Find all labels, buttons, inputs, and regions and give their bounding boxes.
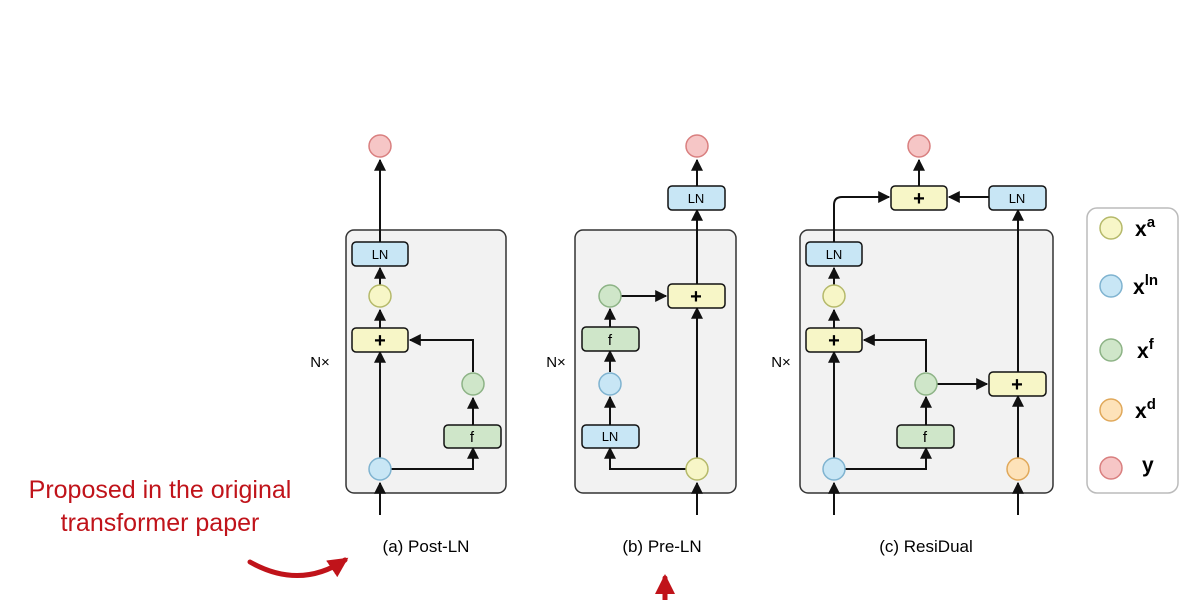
- add-block: [351, 327, 409, 353]
- add-label: +: [828, 330, 840, 352]
- panel-residual: LN + f + + LN N× (c) ResiDual: [771, 134, 1054, 556]
- legend-swatch-xa: [1099, 216, 1123, 240]
- node-y: [685, 134, 709, 158]
- node-xa: [822, 284, 846, 308]
- add-label: +: [913, 188, 925, 210]
- ln-block: [805, 241, 863, 267]
- panel-post-ln: LN + f N× (a) Post-LN: [310, 134, 507, 556]
- panel-caption: (c) ResiDual: [879, 537, 973, 556]
- node-y: [368, 134, 392, 158]
- repeat-label: N×: [771, 354, 791, 371]
- ln-label: LN: [602, 429, 619, 444]
- add-label: +: [690, 286, 702, 308]
- node-xf: [914, 372, 938, 396]
- node-xa: [685, 457, 709, 481]
- panel-caption: (a) Post-LN: [383, 537, 470, 556]
- repeat-label: N×: [310, 354, 330, 371]
- ln-label: LN: [826, 247, 843, 262]
- annotation-line-2: transformer paper: [60, 509, 260, 537]
- repeat-label: N×: [546, 354, 566, 371]
- ln-label: LN: [688, 191, 705, 206]
- legend-swatch-xf: [1099, 338, 1123, 362]
- add-block-top: [890, 185, 948, 211]
- node-xln: [598, 372, 622, 396]
- f-block: [443, 424, 502, 449]
- annotation-line-1: Proposed in the original: [28, 476, 292, 504]
- ln-block: [351, 241, 409, 267]
- legend-label-xln: xln: [1133, 272, 1158, 299]
- panel-caption: (b) Pre-LN: [622, 537, 701, 556]
- ln-label: LN: [372, 247, 389, 262]
- node-xln: [822, 457, 846, 481]
- add-block: [667, 283, 726, 309]
- panel-box: [574, 229, 737, 494]
- node-xd: [1006, 457, 1030, 481]
- add-block-right: [988, 371, 1047, 397]
- node-xf: [461, 372, 485, 396]
- annotation-arrows: [247, 557, 675, 600]
- f-label: f: [470, 429, 475, 446]
- legend-swatch-xd: [1099, 398, 1123, 422]
- legend-label-xa: xa: [1135, 214, 1156, 241]
- annotation-text: Proposed in the original transformer pap…: [0, 474, 320, 540]
- add-label: +: [374, 330, 386, 352]
- legend-swatch-y: [1099, 456, 1123, 480]
- node-y: [907, 134, 931, 158]
- curved-arrow-icon: [247, 557, 349, 578]
- f-block: [896, 424, 955, 449]
- node-xa: [368, 284, 392, 308]
- node-xf: [598, 284, 622, 308]
- legend-swatch-xln: [1099, 274, 1123, 298]
- node-xln: [368, 457, 392, 481]
- ln-block: [581, 424, 640, 449]
- ln-block-top: [988, 185, 1047, 211]
- add-label: +: [1011, 374, 1023, 396]
- legend: xa xln xf xd y: [1086, 207, 1179, 494]
- panel-box: [345, 229, 507, 494]
- panel-pre-ln: LN f + LN N× (b) Pre-LN: [546, 134, 737, 556]
- ln-label: LN: [1009, 191, 1026, 206]
- legend-label-y: y: [1142, 454, 1154, 477]
- legend-label-xd: xd: [1135, 396, 1156, 423]
- f-label: f: [923, 429, 928, 446]
- add-block: [805, 327, 863, 353]
- f-block: [581, 326, 640, 352]
- legend-label-xf: xf: [1137, 336, 1155, 363]
- f-label: f: [608, 332, 613, 349]
- ln-block-top: [667, 185, 726, 211]
